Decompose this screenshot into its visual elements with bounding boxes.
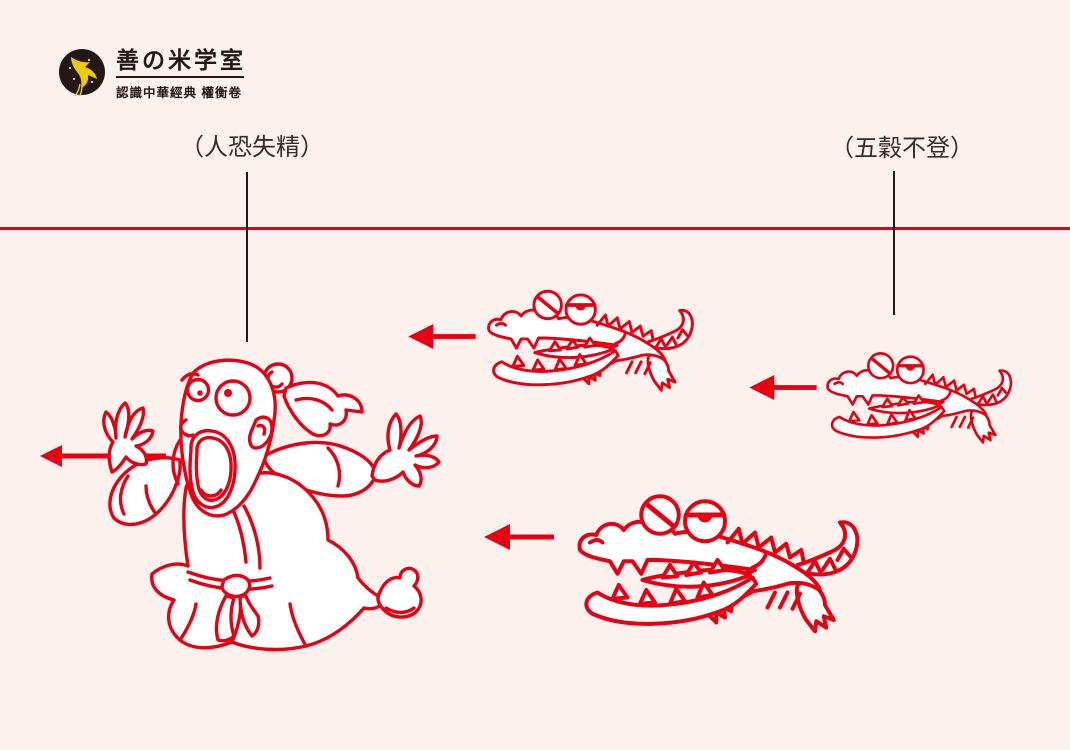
crocodile-bottom-large <box>565 470 865 635</box>
swallow-bird-icon <box>59 49 105 96</box>
crocodile-top-middle <box>478 272 698 393</box>
logo-text: 善の米学室 認識中華經典 權衡卷 <box>116 48 246 101</box>
left-arrow-at-right-crocodile <box>749 375 817 400</box>
logo-rule <box>116 76 244 79</box>
logo: 善の米学室 認識中華經典 權衡卷 <box>58 48 246 101</box>
red-divider-line <box>0 227 1070 230</box>
right-callout-line <box>893 171 895 315</box>
fleeing-man <box>102 358 441 652</box>
left-annotation-label: （人恐失精） <box>180 134 324 161</box>
logo-subtitle: 認識中華經典 權衡卷 <box>116 86 242 101</box>
right-annotation-label: （五穀不登） <box>830 135 974 162</box>
left-arrow-at-bottom-crocodile <box>484 524 554 550</box>
crocodile-right <box>818 336 1016 445</box>
logo-title: 善の米学室 <box>116 47 246 74</box>
left-callout-line <box>246 172 248 342</box>
left-arrow-at-top-crocodile <box>408 324 476 349</box>
